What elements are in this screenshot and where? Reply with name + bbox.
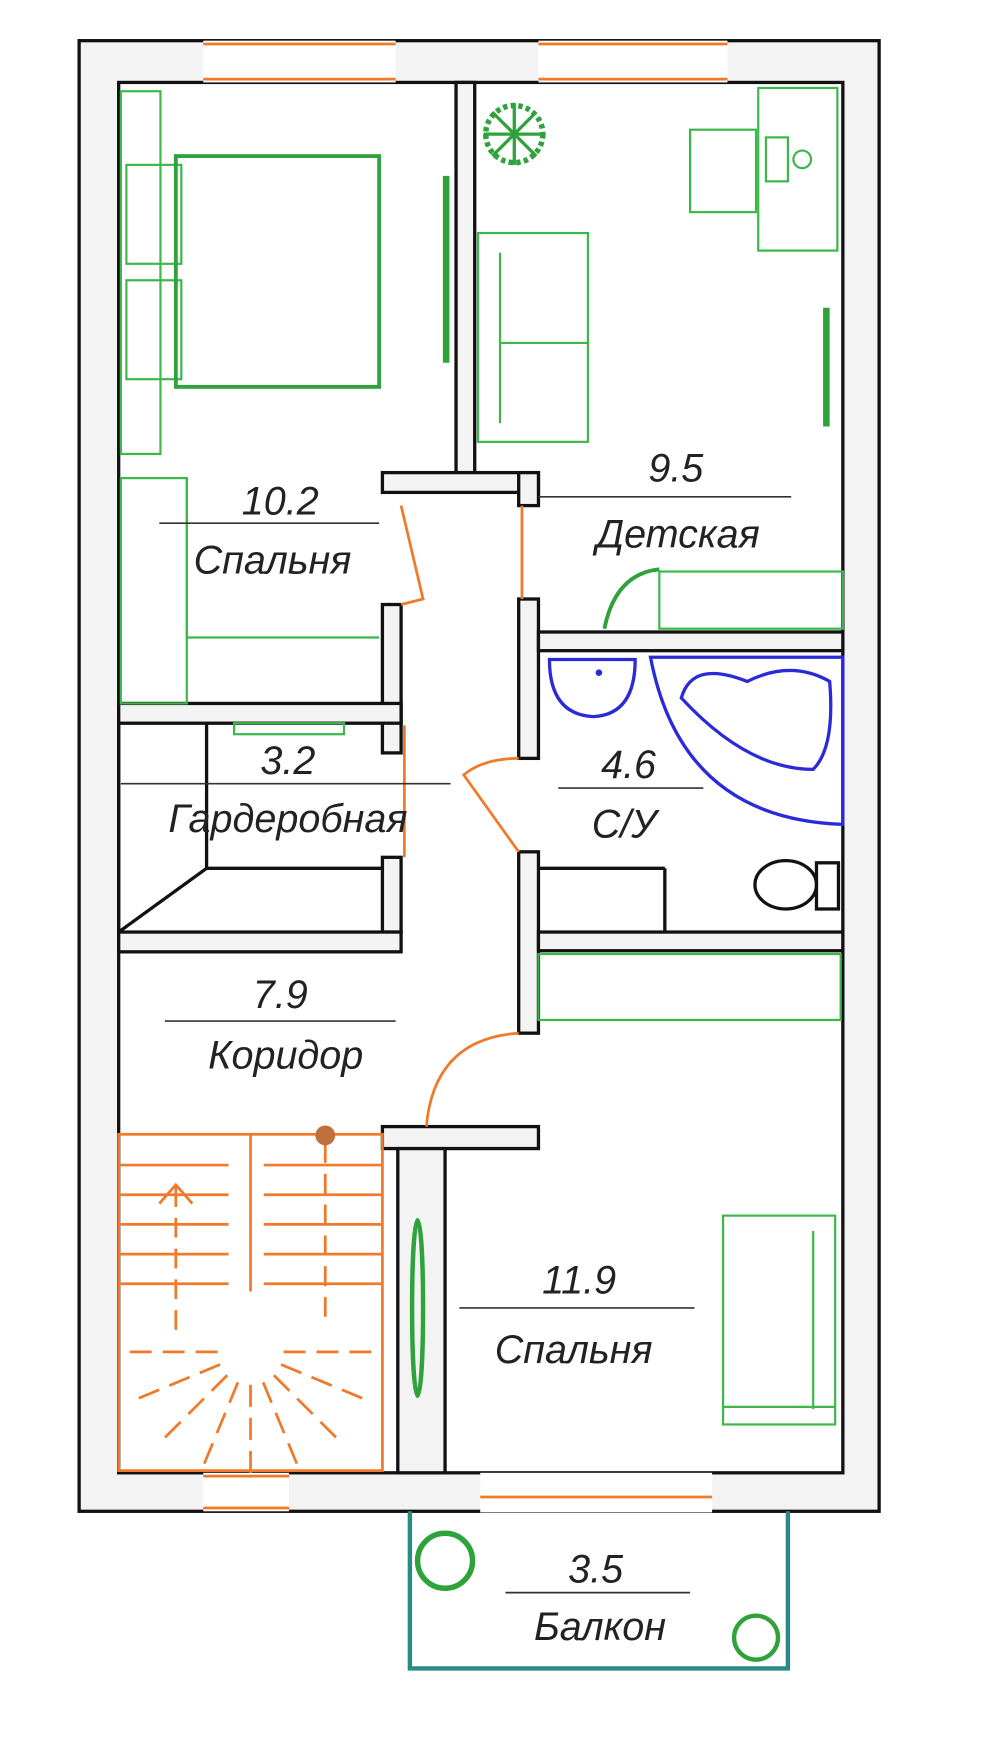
armchair-bed (721, 1214, 837, 1426)
room-area: 11.9 (542, 1259, 616, 1303)
windows (203, 40, 728, 1513)
sink-drain (595, 669, 603, 676)
room-corridor: 7.9 Коридор (164, 973, 396, 1077)
room-bathroom: 4.6 С/У (558, 743, 704, 847)
wall (380, 602, 403, 755)
stair-winder (280, 1363, 373, 1404)
nightstands (119, 90, 162, 456)
window-opening (203, 1472, 290, 1512)
furniture (119, 86, 844, 1426)
interior-floor (117, 80, 845, 1475)
monitor-icon (764, 136, 790, 183)
wall (517, 597, 541, 761)
window-opening (203, 40, 396, 83)
balcony (407, 1511, 791, 1671)
room-name: Балкон (534, 1605, 666, 1649)
wall (454, 80, 477, 475)
room-area: 4.6 (601, 743, 656, 787)
stair-winder (156, 1374, 229, 1447)
wall (380, 855, 403, 934)
bedroom-2-wardrobe (537, 952, 842, 1022)
computer-desk (757, 86, 839, 252)
toilet-icon (753, 858, 841, 911)
room-wardrobe: 3.2 Гардеробная (120, 739, 451, 841)
room-area: 10.2 (242, 479, 319, 523)
room-name: С/У (592, 803, 661, 847)
room-bedroom-2: 11.9 Спальня (459, 1259, 695, 1372)
sink-icon (547, 657, 637, 719)
plumbing (547, 655, 845, 911)
stair-winder (128, 1363, 221, 1404)
wall (117, 930, 403, 954)
room-kids: 9.5 Детская (538, 446, 792, 556)
chair (689, 128, 758, 214)
wardrobe-shelf (232, 722, 346, 736)
room-bedroom-1: 10.2 Спальня (159, 479, 380, 583)
room-area: 9.5 (648, 446, 704, 490)
desk (185, 478, 380, 639)
wall (536, 630, 845, 653)
doors (399, 505, 660, 1127)
balcony-railing (407, 1511, 791, 1671)
wall (380, 1124, 541, 1151)
tv-bedroom-2 (409, 1217, 426, 1399)
interior-walls (117, 80, 845, 1475)
speaker-icon (792, 149, 813, 170)
wall (380, 470, 541, 495)
room-area: 3.5 (568, 1548, 624, 1592)
wall (536, 930, 845, 953)
wall (517, 850, 541, 1035)
room-labels: 10.2 Спальня 9.5 Детская 3.2 Гардеробная… (120, 446, 792, 1649)
plant-icon (482, 102, 546, 166)
room-balcony: 3.5 Балкон (505, 1548, 691, 1649)
corner-bathtub (648, 655, 845, 827)
plant-stems (483, 103, 546, 165)
sofa-bed (476, 231, 590, 443)
pillow (125, 279, 183, 381)
kids-wardrobe (658, 570, 844, 630)
room-area: 7.9 (253, 973, 308, 1017)
stair-start-marker (315, 1125, 336, 1146)
plant-icon (414, 1530, 476, 1591)
room-area: 3.2 (260, 739, 315, 783)
room-name: Гардеробная (168, 797, 407, 841)
door-bathroom (461, 757, 520, 853)
room-name: Спальня (495, 1328, 653, 1372)
toilet-tank (814, 861, 841, 911)
door-bedroom-2 (425, 1031, 519, 1127)
wardrobe-line (117, 866, 208, 934)
double-bed (173, 154, 382, 389)
stair-winder (198, 1381, 240, 1475)
room-name: Коридор (208, 1033, 363, 1077)
staircase (117, 1125, 384, 1484)
window-opening (538, 40, 728, 83)
bathtub-basin (679, 668, 833, 772)
stair-winder (272, 1374, 345, 1447)
wall (117, 701, 403, 725)
room-name: Детская (592, 512, 759, 556)
balcony-door-opening (480, 1472, 713, 1513)
pillow (125, 163, 183, 265)
room-name: Спальня (194, 539, 352, 583)
plant-icon (731, 1613, 781, 1662)
arrow-up-icon (158, 1182, 194, 1205)
wardrobe-door-swing (602, 567, 660, 630)
wall (517, 470, 541, 508)
door-bedroom-1 (399, 505, 425, 606)
stair-winder (261, 1381, 303, 1475)
